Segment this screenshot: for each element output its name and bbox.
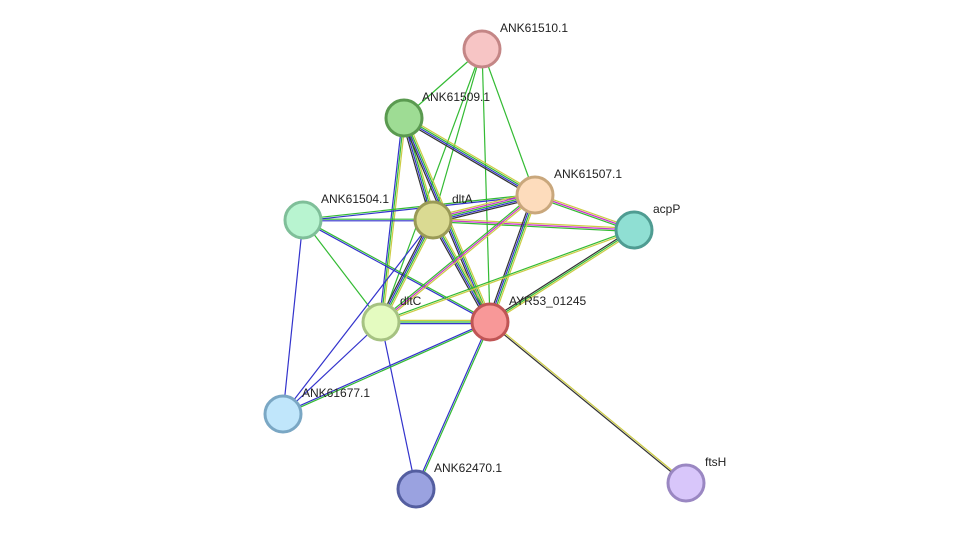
edge-line [414, 321, 490, 489]
edge-line [381, 195, 537, 324]
edge-AYR53_01245-ftsH[interactable] [489, 320, 687, 485]
node-label: ANK61504.1 [321, 192, 389, 206]
edge-line [432, 48, 483, 221]
node-circle[interactable] [384, 98, 424, 138]
edge-line [490, 230, 636, 324]
edge-line [404, 115, 537, 194]
node-dltC[interactable]: dltC [361, 294, 422, 342]
node-ANK61507.1[interactable]: ANK61507.1 [515, 167, 622, 215]
edge-ANK61510.1-dltA[interactable] [432, 48, 483, 221]
edge-line [481, 48, 491, 323]
edge-line [282, 219, 304, 415]
node-circle[interactable] [396, 469, 436, 509]
edge-acpP-AYR53_01245[interactable] [488, 228, 636, 324]
edge-line [434, 218, 493, 322]
edge-line [379, 193, 535, 322]
edge-line [481, 48, 536, 196]
node-label: ftsH [705, 455, 726, 469]
edge-ANK61504.1-AYR53_01245[interactable] [302, 218, 491, 324]
node-label: ANK62470.1 [434, 461, 502, 475]
node-label: ANK61509.1 [422, 90, 490, 104]
edge-line [403, 118, 535, 197]
edge-line [381, 118, 407, 323]
node-ANK61509.1[interactable]: ANK61509.1 [384, 90, 490, 138]
edge-line [490, 320, 687, 483]
edge-line [491, 195, 538, 324]
node-ANK61504.1[interactable]: ANK61504.1 [283, 192, 389, 240]
edge-dltC-ANK62470.1[interactable] [380, 321, 417, 490]
edge-dltC-ANK61677.1[interactable] [282, 321, 382, 415]
node-circle[interactable] [614, 210, 654, 250]
edge-line [381, 230, 635, 324]
edge-line [489, 322, 686, 485]
edge-acpP-dltC[interactable] [380, 228, 635, 324]
edge-ANK61509.1-ANK61507.1[interactable] [402, 115, 537, 198]
node-circle[interactable] [263, 394, 303, 434]
edge-line [380, 228, 634, 322]
node-label: ANK61507.1 [554, 167, 622, 181]
edge-line [402, 119, 535, 198]
node-ANK62470.1[interactable]: ANK62470.1 [396, 461, 502, 509]
node-label: AYR53_01245 [509, 294, 587, 308]
edge-line [432, 219, 635, 231]
edge-ANK61507.1-dltC[interactable] [379, 193, 537, 324]
edge-ANK61509.1-dltC[interactable] [378, 117, 407, 323]
edges-layer [282, 48, 687, 490]
edge-ANK61510.1-AYR53_01245[interactable] [481, 48, 491, 323]
node-ANK61510.1[interactable]: ANK61510.1 [462, 21, 568, 69]
node-circle[interactable] [470, 302, 510, 342]
node-AYR53_01245[interactable]: AYR53_01245 [470, 294, 587, 342]
node-circle[interactable] [361, 302, 401, 342]
node-acpP[interactable]: acpP [614, 202, 680, 250]
node-label: ANK61510.1 [500, 21, 568, 35]
node-label: dltA [452, 192, 473, 206]
node-dltA[interactable]: dltA [413, 192, 473, 240]
edge-line [283, 322, 491, 416]
edge-line [380, 321, 417, 490]
edge-dltA-ANK61677.1[interactable] [282, 219, 434, 415]
node-label: acpP [653, 202, 680, 216]
edge-line [282, 320, 490, 414]
edge-AYR53_01245-ANK61677.1[interactable] [282, 320, 491, 416]
edge-dltA-acpP[interactable] [432, 217, 635, 233]
edge-ANK61504.1-ANK61677.1[interactable] [282, 219, 304, 415]
node-ftsH[interactable]: ftsH [666, 455, 726, 503]
edge-ANK61507.1-AYR53_01245[interactable] [487, 193, 538, 324]
edge-line [303, 218, 491, 322]
edge-line [430, 220, 489, 324]
node-ANK61677.1[interactable]: ANK61677.1 [263, 386, 370, 434]
edge-AYR53_01245-ANK62470.1[interactable] [414, 321, 492, 490]
edge-line [380, 194, 536, 323]
node-circle[interactable] [283, 200, 323, 240]
node-circle[interactable] [515, 175, 555, 215]
edge-line [378, 117, 404, 322]
edge-line [282, 321, 382, 415]
edge-line [302, 220, 490, 324]
edge-ANK61504.1-dltA[interactable] [303, 218, 433, 222]
node-label: dltC [400, 294, 422, 308]
edge-line [404, 116, 536, 195]
edge-line [416, 322, 492, 490]
edge-line [489, 229, 635, 323]
node-label: ANK61677.1 [302, 386, 370, 400]
edge-line [488, 228, 634, 322]
edge-ANK61510.1-ANK61507.1[interactable] [481, 48, 536, 196]
node-circle[interactable] [462, 29, 502, 69]
edge-line [488, 194, 535, 322]
node-circle[interactable] [666, 463, 706, 503]
edge-line [433, 217, 635, 230]
node-circle[interactable] [413, 200, 453, 240]
edge-line [380, 117, 405, 323]
edge-line [432, 220, 634, 233]
edge-line [487, 193, 534, 322]
edge-line [282, 219, 434, 415]
edge-line [490, 195, 537, 323]
